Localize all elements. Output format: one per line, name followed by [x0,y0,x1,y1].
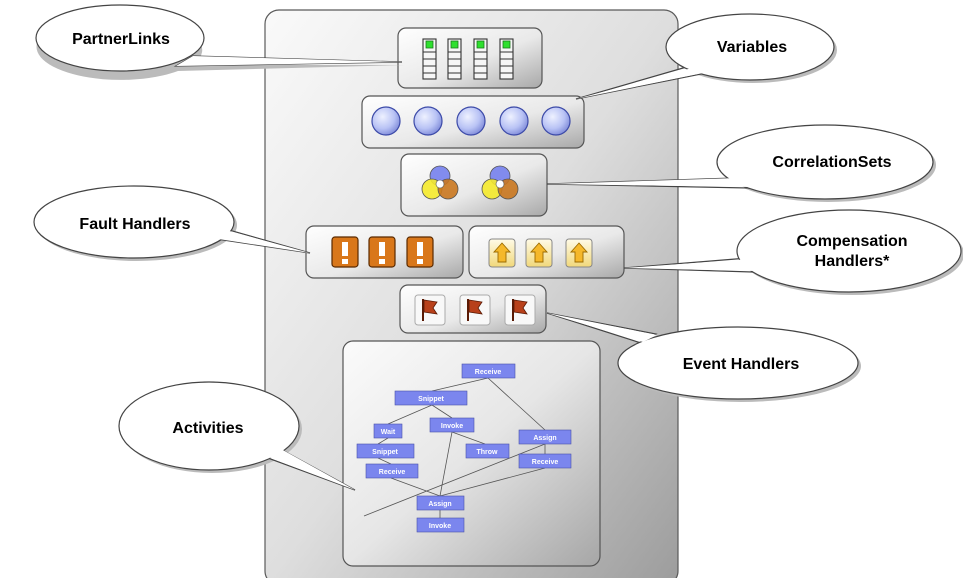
partnerlink-icon [473,38,488,80]
activity-node-invoke [429,417,475,433]
activity-node-wait [373,423,403,439]
callout-label: Activities [172,420,243,437]
activity-node-snippet [394,390,468,406]
variable-icon [371,106,401,136]
activity-node-label: Snippet [372,449,398,456]
compensation-arrow-icon [488,238,516,268]
activity-node-label: Receive [475,369,502,376]
activity-node-label: Wait [381,429,396,436]
partnerlink-icon [447,38,462,80]
callout-partnerlinks: PartnerLinks [35,4,405,80]
callout-label: Handlers* [815,253,890,270]
partnerlinks-box [397,27,543,89]
variables-box [361,95,585,149]
activity-node-assign [518,429,572,445]
callout-label: Variables [717,39,787,56]
activity-connections [363,377,546,518]
variable-icon [413,106,443,136]
activity-node-label: Snippet [418,396,444,403]
activity-node-label: Invoke [441,423,463,430]
fault-handlers-box [305,225,464,279]
callout-variables: Variables [575,13,837,100]
activity-node-receive [518,453,572,469]
partnerlink-icon [422,38,437,80]
variable-icon [499,106,529,136]
callout-label: Event Handlers [683,356,800,373]
activity-node-label: Throw [477,449,499,456]
callout-activities: Activities [118,381,356,491]
fault-handler-icon [331,236,359,268]
correlation-set-icon [481,165,519,200]
event-flag-icon [414,294,446,326]
activity-node-label: Assign [533,435,556,442]
callout-compensation-handlers: Compensation Handlers* [623,209,963,295]
partnerlink-icon [499,38,514,80]
activity-node-receive [365,463,419,479]
callout-fault-handlers: Fault Handlers [33,185,311,261]
activity-node-label: Receive [532,459,559,466]
event-flag-icon [504,294,536,326]
callout-label: PartnerLinks [72,31,170,48]
fault-handler-icon [368,236,396,268]
variable-icon [456,106,486,136]
activity-node-label: Receive [379,469,406,476]
fault-handler-icon [406,236,434,268]
compensation-arrow-icon [565,238,593,268]
callout-label: Compensation [796,233,907,250]
activity-node-throw [465,443,510,459]
correlationsets-box [400,153,548,217]
callout-label: Fault Handlers [79,216,190,233]
activity-node-label: Invoke [429,523,451,530]
activity-node-label: Assign [428,501,451,508]
activity-node-assign [416,495,465,511]
callout-correlationsets: CorrelationSets [546,124,936,202]
callout-label: CorrelationSets [772,154,891,171]
callout-event-handlers: Event Handlers [546,312,861,402]
correlation-set-icon [421,165,459,200]
event-flag-icon [459,294,491,326]
compensation-handlers-box [468,225,625,279]
activity-node-snippet [356,443,415,459]
activity-node-receive [461,363,516,379]
event-handlers-box [399,284,547,334]
activity-node-invoke [416,517,465,533]
compensation-arrow-icon [525,238,553,268]
variable-icon [541,106,571,136]
